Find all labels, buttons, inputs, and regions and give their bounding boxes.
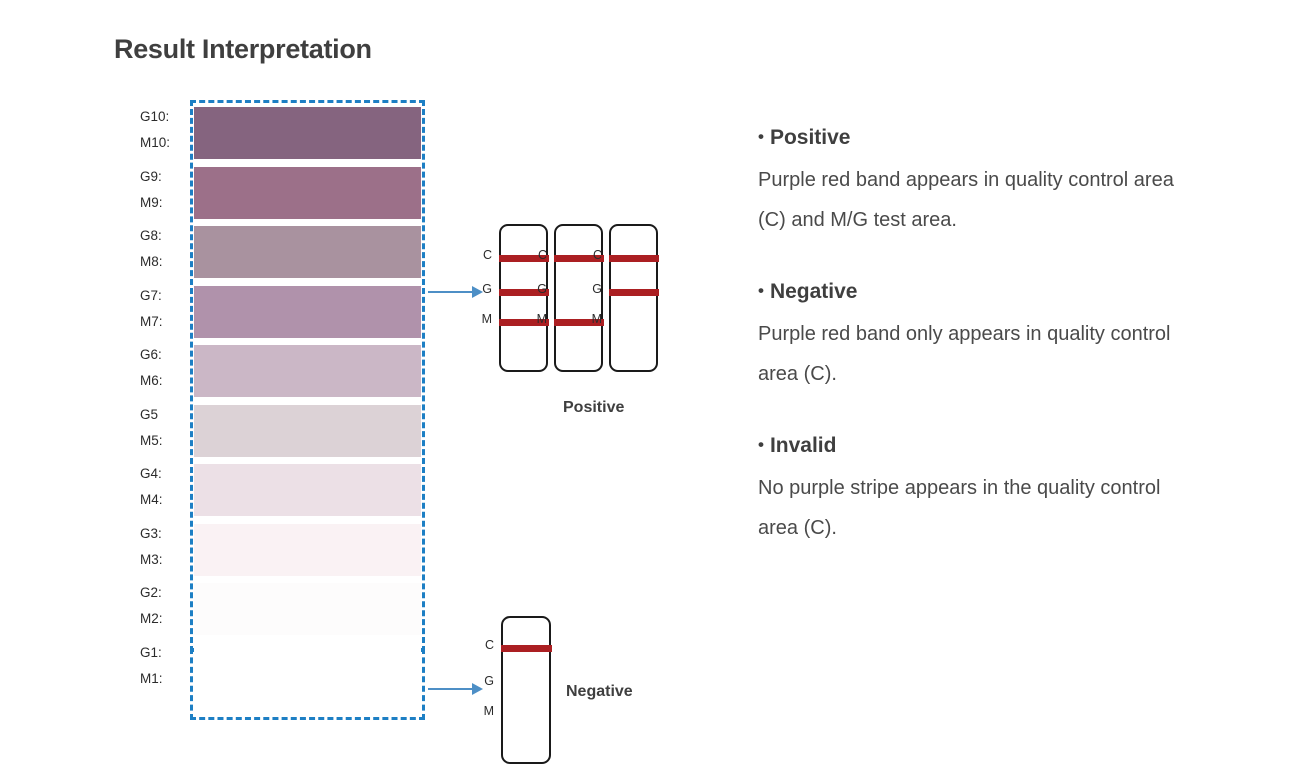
ladder-label-g: G4: xyxy=(140,466,162,481)
ladder-row: G8: M8: xyxy=(140,223,425,281)
test-band-c xyxy=(608,255,659,262)
ladder-label-m: M3: xyxy=(140,551,163,567)
strip-letter-g: G xyxy=(592,282,602,296)
legend-heading: • Invalid xyxy=(758,434,1198,458)
ladder-color-swatch xyxy=(194,107,421,159)
legend-block-invalid: • Invalid No purple stripe appears in the … xyxy=(758,434,1198,548)
strip-c-only xyxy=(500,616,552,764)
strip-letter-c: C xyxy=(592,248,602,262)
ladder-label-m: M7: xyxy=(140,313,163,329)
test-band-c xyxy=(498,255,549,262)
ladder-label-m: M4: xyxy=(140,492,163,507)
legend-heading-text: Positive xyxy=(769,126,851,149)
ladder-row: G1: M1: xyxy=(140,640,425,698)
ladder-color-swatch xyxy=(194,642,421,695)
ladder-color-swatch xyxy=(194,345,421,397)
ladder-color-swatch xyxy=(194,464,421,516)
strip-c-g xyxy=(608,224,659,372)
ladder-row: G3: M3: xyxy=(140,521,425,579)
ladder-label-g: G6: xyxy=(140,347,162,362)
ladder-color-swatch xyxy=(194,583,421,635)
ladder-row: G2: M2: xyxy=(140,580,425,638)
strip-letter-c: C xyxy=(484,638,494,652)
ladder-label-m: M8: xyxy=(140,254,163,269)
test-band-g xyxy=(608,289,659,296)
bullet-icon: • xyxy=(758,281,764,300)
ladder-label-m: M9: xyxy=(140,194,163,210)
strip-letter-g: G xyxy=(484,674,494,688)
legend-heading-text: Invalid xyxy=(769,434,837,457)
ladder-row: G4: M4: xyxy=(140,461,425,519)
ladder-row-labels: G2: M2: xyxy=(140,580,186,632)
ladder-row-labels: G4: M4: xyxy=(140,461,186,513)
ladder-label-m: M6: xyxy=(140,373,163,388)
strip-letter-c: C xyxy=(537,248,547,262)
ladder-row: G6: M6: xyxy=(140,342,425,400)
strip-letter-m: M xyxy=(481,312,492,326)
ladder-color-swatch xyxy=(194,166,421,219)
legend-heading: • Positive xyxy=(758,126,1198,150)
ladder-row-labels: G8: M8: xyxy=(140,223,186,275)
strip-letter-m: M xyxy=(483,704,494,718)
ladder-row-labels: G6: M6: xyxy=(140,342,186,394)
ladder-row-labels: G7: M7: xyxy=(140,283,186,335)
strip-c-m xyxy=(553,224,604,372)
strip-letter-c: C xyxy=(482,248,492,262)
legend-heading: • Negative xyxy=(758,280,1198,304)
legend-body-text: Purple red band appears in quality contr… xyxy=(758,169,1174,231)
ladder-row-labels: G3: M3: xyxy=(140,521,186,573)
test-band-c xyxy=(553,255,604,262)
ladder-label-m: M10: xyxy=(140,135,171,150)
strip-letter-m: M xyxy=(536,312,547,326)
positive-caption: Positive xyxy=(563,399,625,416)
legend-body-text: Purple red band only appears in quality … xyxy=(758,323,1171,385)
legend-heading-text: Negative xyxy=(769,280,858,303)
ladder-row-labels: G10: M10: xyxy=(140,104,186,156)
ladder-row-labels: G9: M9: xyxy=(140,164,186,216)
ladder-row-labels: G1: M1: xyxy=(140,640,186,692)
ladder-label-m: M1: xyxy=(140,670,163,686)
bullet-icon: • xyxy=(758,435,764,454)
ladder-label-g: G9: xyxy=(140,168,162,184)
ladder-row: G9: M9: xyxy=(140,164,425,222)
strip-letter-g: G xyxy=(482,282,492,296)
ladder-label-g: G3: xyxy=(140,525,162,541)
ladder-color-swatch xyxy=(194,285,421,338)
strip-c-g-m xyxy=(498,224,549,372)
legend-body-text: No purple stripe appears in the quality … xyxy=(758,477,1161,539)
bullet-icon: • xyxy=(758,127,764,146)
test-band-c xyxy=(500,645,552,652)
ladder-row: G10: M10: xyxy=(140,104,425,162)
ladder-label-g: G5 xyxy=(140,406,159,422)
ladder-label-g: G8: xyxy=(140,228,162,243)
ladder-label-g: G10: xyxy=(140,109,170,124)
strip-letter-m: M xyxy=(591,312,602,326)
page-title: Result Interpretation xyxy=(114,34,372,64)
ladder-color-swatch xyxy=(194,226,421,278)
test-band-g xyxy=(498,289,549,296)
ladder-color-swatch xyxy=(194,523,421,576)
test-band-m xyxy=(498,319,549,326)
negative-caption: Negative xyxy=(566,683,633,700)
test-band-m xyxy=(553,319,604,326)
ladder-label-m: M5: xyxy=(140,432,163,448)
ladder-label-g: G7: xyxy=(140,287,162,303)
ladder-label-m: M2: xyxy=(140,611,163,626)
ladder-label-g: G1: xyxy=(140,644,162,660)
strip-letter-g: G xyxy=(537,282,547,296)
ladder-row: G7: M7: xyxy=(140,283,425,341)
ladder-color-swatch xyxy=(194,404,421,457)
ladder-label-g: G2: xyxy=(140,585,162,600)
